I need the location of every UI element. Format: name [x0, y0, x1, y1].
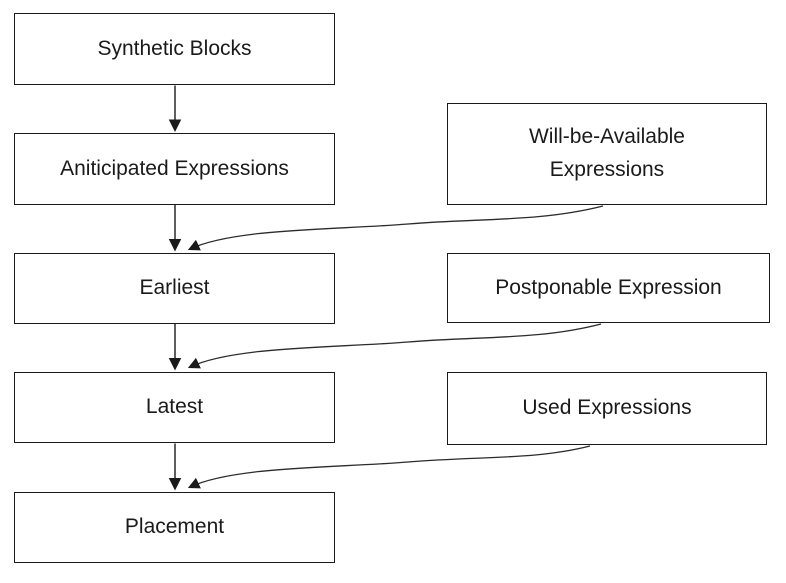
box-anticipated-expressions-label: Aniticipated Expressions [60, 156, 289, 180]
edge-willbe-to-earliest [187, 205, 604, 251]
box-latest: Latest [14, 372, 335, 443]
edge-used-to-placement [187, 445, 591, 489]
box-anticipated-expressions: Aniticipated Expressions [14, 133, 335, 205]
box-earliest-label: Earliest [139, 276, 210, 300]
box-earliest: Earliest [14, 253, 335, 324]
box-synthetic-blocks-label: Synthetic Blocks [97, 36, 252, 60]
edge-postponable-to-latest [187, 323, 602, 369]
box-postponable-expression-label: Postponable Expression [495, 275, 722, 299]
box-synthetic-blocks: Synthetic Blocks [14, 13, 335, 85]
box-will-be-available-expressions-label: Will-be-Available Expressions [528, 125, 685, 181]
box-placement-label: Placement [124, 515, 225, 539]
box-used-expressions-label: Used Expressions [522, 396, 692, 420]
box-will-be-available-expressions: Will-be-Available Expressions [447, 103, 767, 205]
box-used-expressions: Used Expressions [447, 372, 767, 445]
box-latest-label: Latest [145, 395, 204, 419]
box-postponable-expression: Postponable Expression [447, 253, 770, 323]
box-placement: Placement [14, 492, 335, 563]
